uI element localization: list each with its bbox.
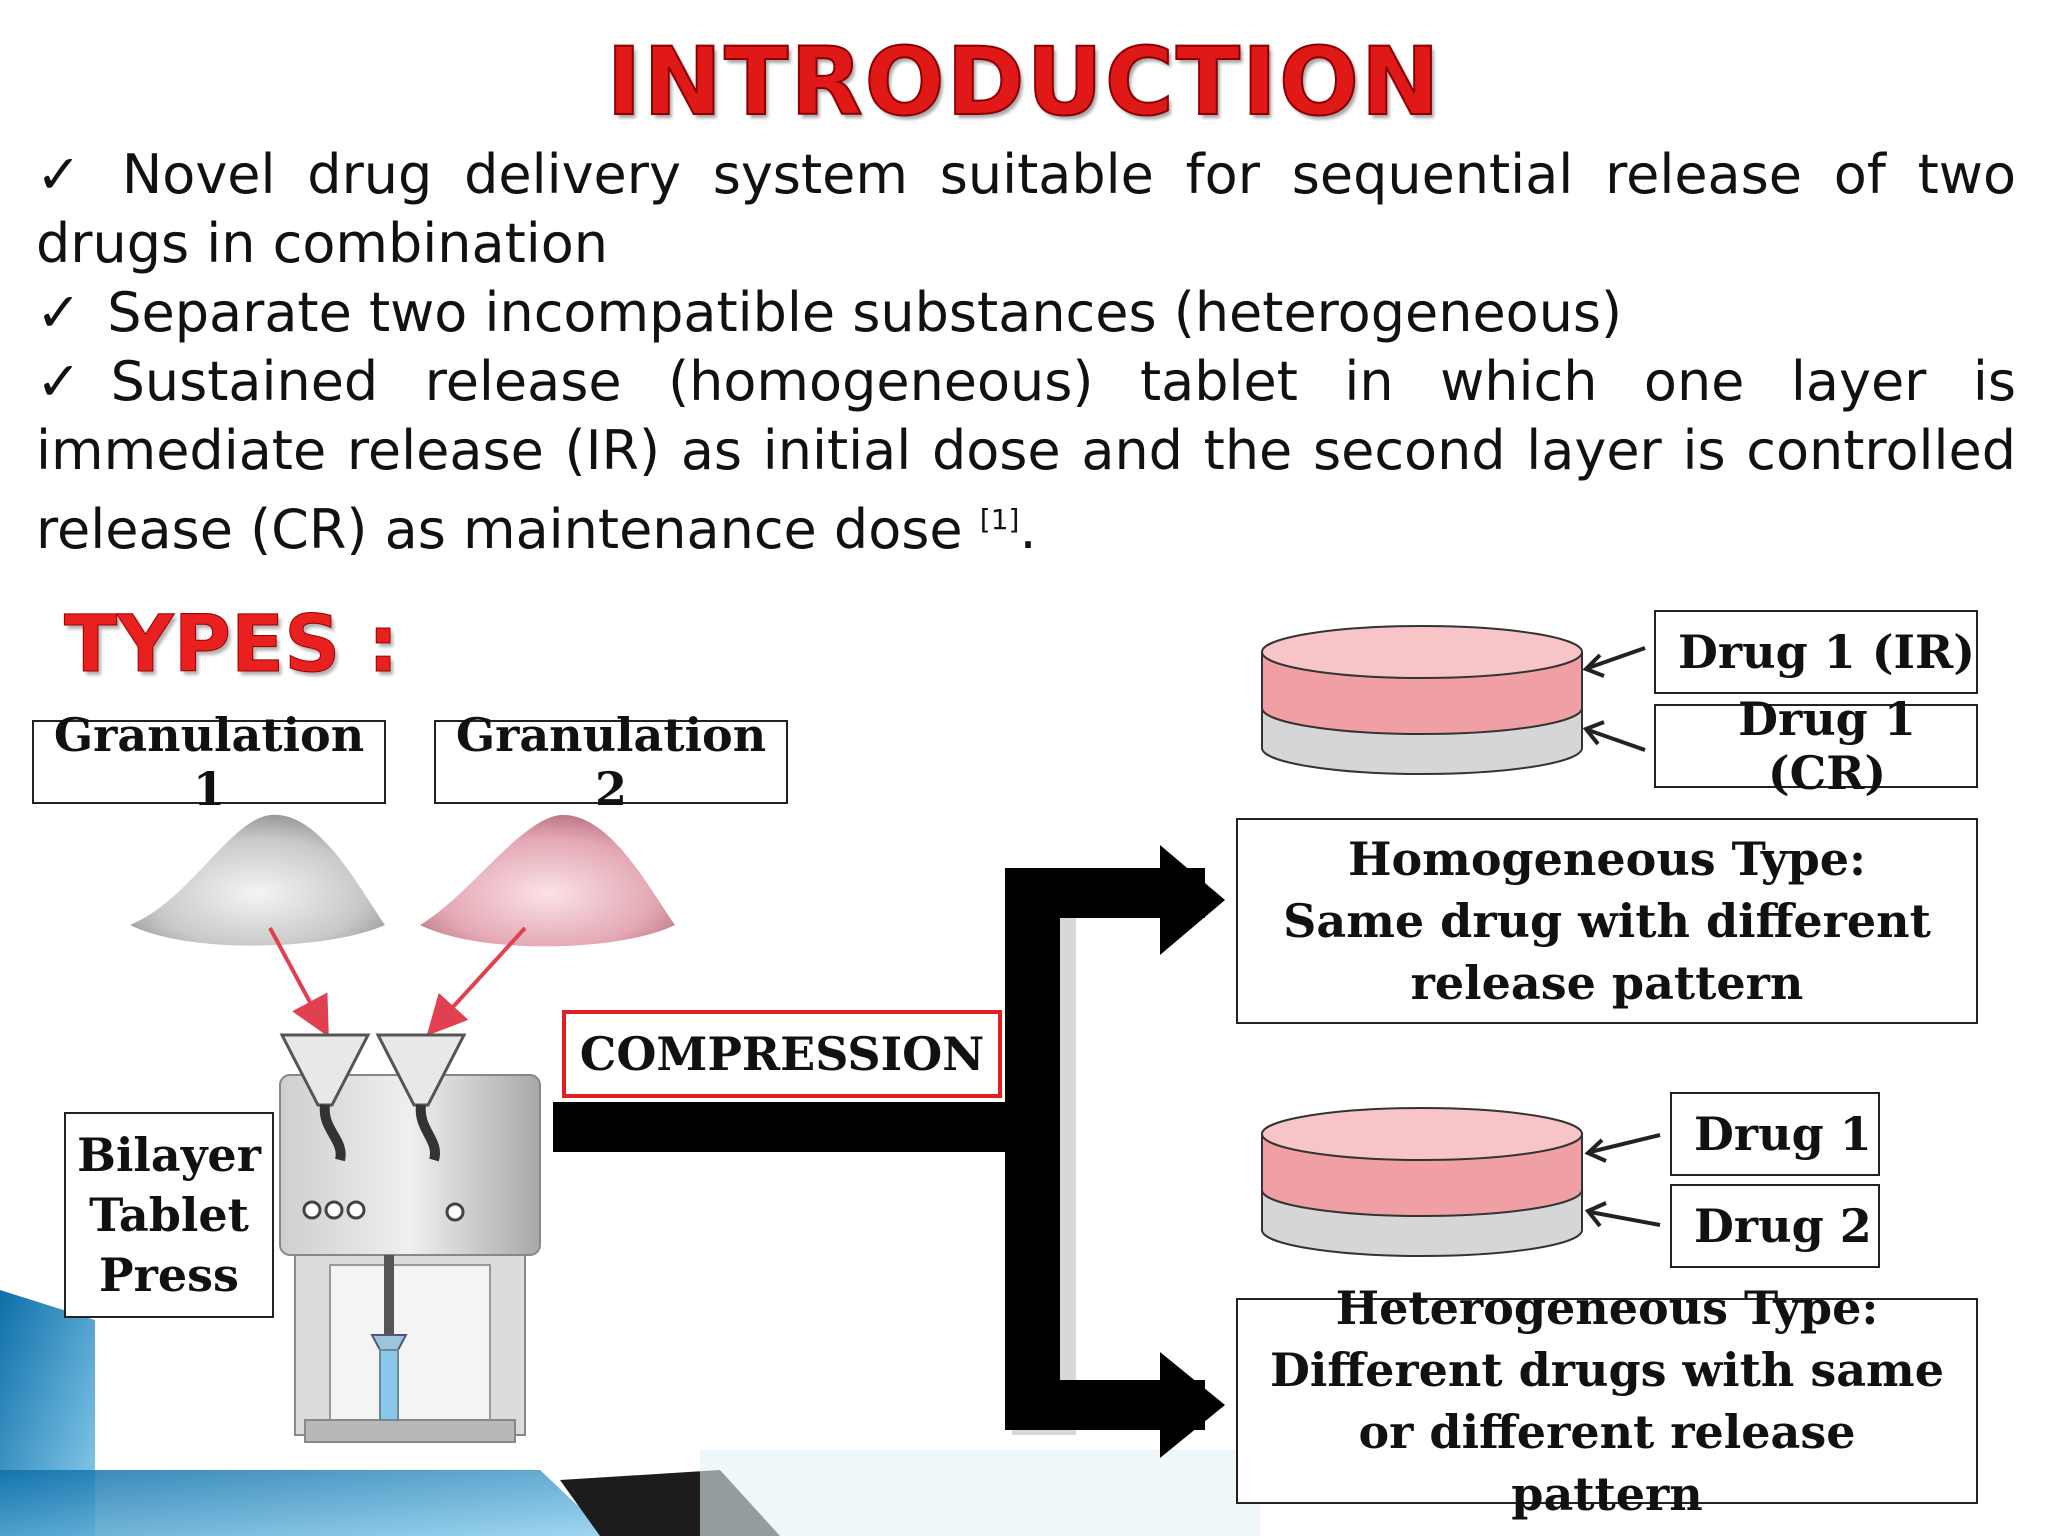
tablet-press-machine-icon bbox=[279, 1033, 541, 1443]
powder-granulation-1-icon bbox=[130, 814, 385, 946]
heterogeneous-layer-bottom-label: Drug 2 bbox=[1670, 1184, 1880, 1268]
tablet-press-label: Bilayer Tablet Press bbox=[64, 1112, 274, 1318]
compression-label: COMPRESSION bbox=[562, 1010, 1002, 1098]
granulation-2-label: Granulation 2 bbox=[434, 708, 788, 816]
bullet-item-3: ✓Sustained release (homogeneous) tablet … bbox=[36, 347, 2016, 564]
compression-arrow-icon bbox=[553, 845, 1225, 1458]
types-heading: TYPES : bbox=[64, 600, 400, 691]
granulation-1-label: Granulation 1 bbox=[32, 708, 386, 816]
heterogeneous-type-description: Heterogeneous Type: Different drugs with… bbox=[1236, 1281, 1978, 1521]
checkmark-icon: ✓ bbox=[36, 281, 82, 344]
bullet-text-2: Separate two incompatible substances (he… bbox=[107, 281, 1623, 344]
bullet-item-1: ✓Novel drug delivery system suitable for… bbox=[36, 140, 2016, 278]
heterogeneous-tablet-icon bbox=[1261, 1107, 1661, 1257]
bullet-item-2: ✓ Separate two incompatible substances (h… bbox=[36, 278, 2016, 347]
tablet-press-label-line-2: Tablet bbox=[89, 1188, 249, 1242]
homogeneous-type-description: Homogeneous Type: Same drug with differe… bbox=[1236, 818, 1978, 1024]
homogeneous-layer-bottom-label: Drug 1 (CR) bbox=[1654, 692, 1978, 800]
reference-marker: [1] bbox=[979, 503, 1020, 536]
bullet-list: ✓Novel drug delivery system suitable for… bbox=[36, 140, 2016, 564]
tablet-press-label-line-1: Bilayer bbox=[77, 1128, 261, 1182]
arrow-powder-1-icon bbox=[268, 927, 329, 1038]
homogeneous-tablet-icon bbox=[1261, 625, 1646, 775]
bullet-text-1: Novel drug delivery system suitable for … bbox=[36, 143, 2017, 275]
powder-granulation-2-icon bbox=[420, 814, 675, 947]
heterogeneous-layer-top-label: Drug 1 bbox=[1670, 1092, 1880, 1176]
homogeneous-layer-top-label: Drug 1 (IR) bbox=[1654, 610, 1978, 694]
bullet-text-3: Sustained release (homogeneous) tablet i… bbox=[36, 350, 2016, 561]
arrow-powder-2-icon bbox=[426, 926, 527, 1036]
checkmark-icon: ✓ bbox=[36, 143, 96, 206]
bullet-text-3-tail: . bbox=[1019, 498, 1037, 561]
checkmark-icon: ✓ bbox=[36, 350, 111, 413]
slide-decoration bbox=[0, 1290, 1260, 1536]
tablet-press-label-line-3: Press bbox=[99, 1248, 239, 1302]
slide-title: INTRODUCTION bbox=[605, 27, 1442, 138]
